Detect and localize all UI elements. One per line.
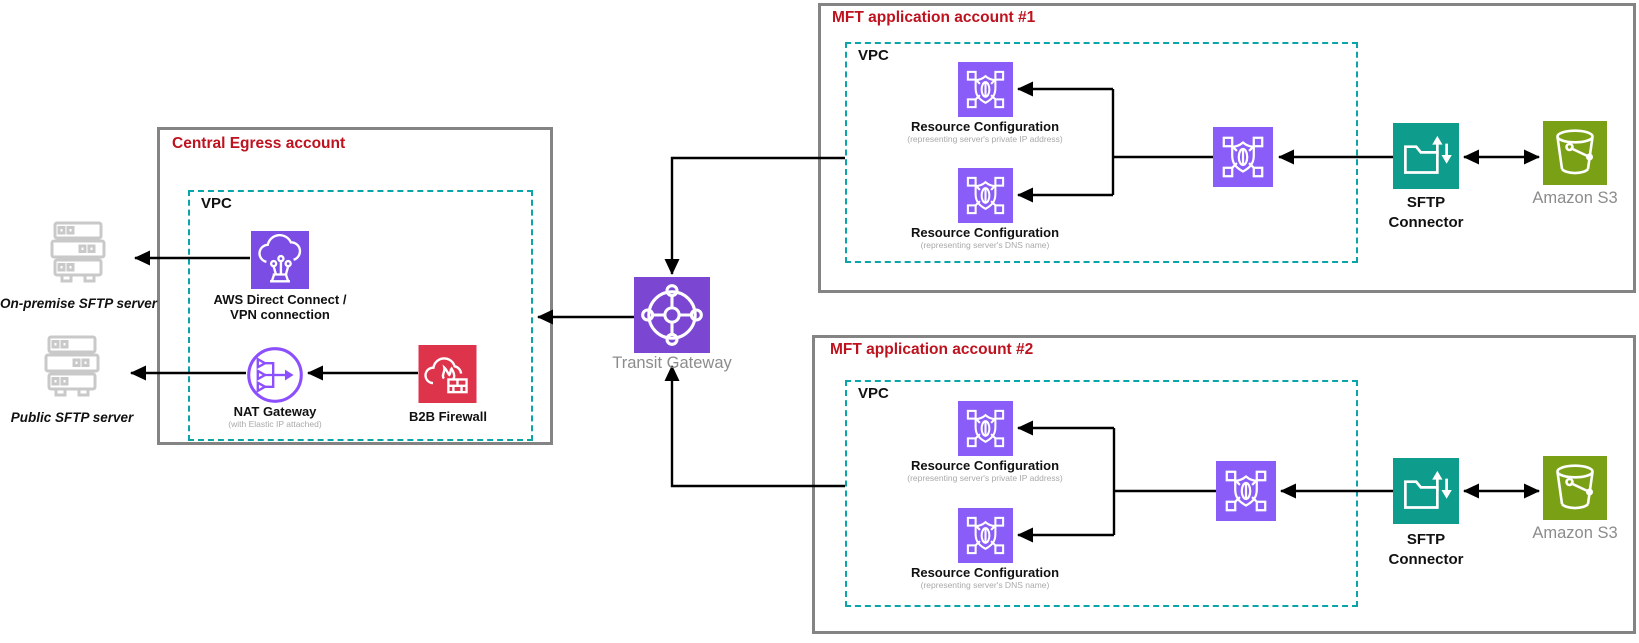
central-egress-title: Central Egress account bbox=[172, 135, 346, 152]
central-egress-vpc-box bbox=[188, 190, 533, 441]
onprem-server-label: On-premise SFTP server bbox=[0, 296, 158, 311]
resource-configuration-icon bbox=[958, 508, 1013, 563]
resource-gateway-icon bbox=[1213, 127, 1273, 187]
direct-connect-label: AWS Direct Connect / VPN connection bbox=[213, 292, 347, 322]
resource-configuration-subtitle: (representing server's DNS name) bbox=[920, 580, 1050, 590]
nat-gateway-label: NAT Gateway bbox=[233, 404, 317, 419]
resource-configuration-subtitle: (representing server's DNS name) bbox=[920, 240, 1050, 250]
b2b-firewall-label: B2B Firewall bbox=[408, 409, 488, 424]
resource-configuration-label: Resource Configuration bbox=[910, 225, 1060, 240]
central-egress-vpc-label: VPC bbox=[201, 195, 232, 212]
resource-gateway-icon bbox=[1216, 461, 1276, 521]
nat-gateway-subtitle: (with Elastic IP attached) bbox=[228, 419, 322, 429]
public-server-icon bbox=[44, 335, 100, 397]
s3-label: Amazon S3 bbox=[1532, 524, 1618, 542]
resource-configuration-icon bbox=[958, 62, 1013, 117]
resource-configuration-icon bbox=[958, 168, 1013, 223]
nat-gateway-icon bbox=[247, 347, 303, 403]
onprem-server-icon bbox=[50, 221, 106, 283]
transit-gateway-icon bbox=[634, 277, 710, 353]
resource-configuration-label: Resource Configuration bbox=[910, 119, 1060, 134]
resource-configuration-subtitle: (representing server's private IP addres… bbox=[907, 134, 1063, 144]
mft-account-2-vpc-label: VPC bbox=[858, 385, 889, 402]
s3-bucket-icon bbox=[1543, 121, 1607, 185]
central-egress-account-box bbox=[157, 127, 553, 445]
resource-configuration-label: Resource Configuration bbox=[910, 565, 1060, 580]
resource-configuration-subtitle: (representing server's private IP addres… bbox=[907, 473, 1063, 483]
public-server-label: Public SFTP server bbox=[10, 410, 134, 425]
s3-label: Amazon S3 bbox=[1532, 189, 1618, 207]
mft-account-2-title: MFT application account #2 bbox=[830, 341, 1034, 358]
resource-configuration-label: Resource Configuration bbox=[910, 458, 1060, 473]
sftp-connector-label: SFTP Connector bbox=[1388, 531, 1464, 568]
mft-account-2-vpc-box bbox=[845, 380, 1358, 607]
s3-bucket-icon bbox=[1543, 456, 1607, 520]
sftp-connector-icon bbox=[1393, 123, 1459, 189]
mft-account-1-box bbox=[818, 3, 1636, 293]
transit-gateway-label: Transit Gateway bbox=[612, 354, 732, 372]
mft-account-1-title: MFT application account #1 bbox=[832, 9, 1036, 26]
sftp-connector-icon bbox=[1393, 458, 1459, 524]
mft-account-1-vpc-label: VPC bbox=[858, 47, 889, 64]
b2b-firewall-icon bbox=[418, 345, 477, 403]
direct-connect-icon bbox=[251, 231, 309, 289]
sftp-connector-label: SFTP Connector bbox=[1388, 194, 1464, 231]
mft-account-1-vpc-box bbox=[845, 42, 1358, 263]
resource-configuration-icon bbox=[958, 401, 1013, 456]
